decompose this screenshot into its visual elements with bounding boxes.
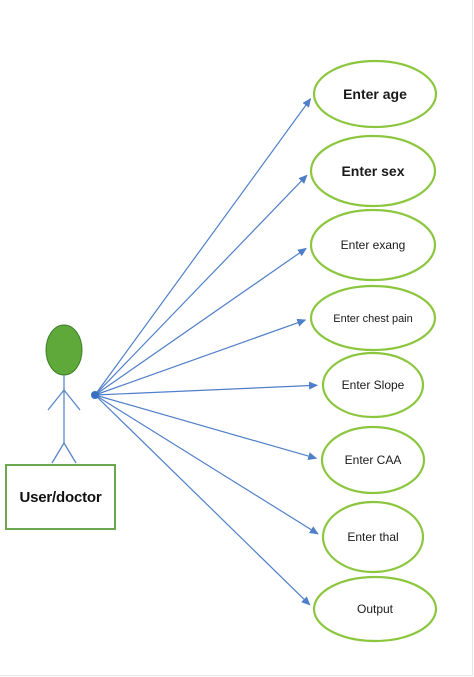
- use-case-label: Enter sex: [341, 163, 404, 179]
- actor-label: User/doctor: [19, 488, 102, 506]
- use-case-ellipse: [312, 59, 438, 129]
- arrow-to-enter-age: [94, 98, 312, 396]
- actor-leg-left: [51, 442, 65, 464]
- use-case-label: Enter age: [343, 86, 407, 102]
- use-case-enter-exang: Enter exang: [309, 208, 437, 282]
- use-case-label: Output: [357, 602, 394, 616]
- use-case-ellipse: [312, 575, 438, 643]
- actor-arm-right: [63, 389, 81, 411]
- use-case-ellipse: [320, 425, 426, 495]
- use-case-ellipse: [321, 351, 425, 419]
- use-case-enter-caa: Enter CAA: [320, 425, 426, 495]
- actor-arm-left: [47, 389, 65, 411]
- actor-figure: [45, 324, 83, 464]
- arrow-origin-dot: [91, 391, 99, 399]
- use-case-output: Output: [312, 575, 438, 643]
- use-case-label: Enter chest pain: [333, 313, 413, 325]
- arrow-to-output: [94, 394, 311, 606]
- actor-label-box: User/doctor: [5, 464, 116, 530]
- use-case-label: Enter Slope: [342, 378, 405, 392]
- use-case-enter-sex: Enter sex: [309, 134, 437, 208]
- use-case-enter-thal: Enter thal: [321, 500, 425, 574]
- use-case-ellipse: [309, 284, 437, 352]
- use-case-enter-slope: Enter Slope: [321, 351, 425, 419]
- use-case-label: Enter thal: [347, 530, 398, 544]
- use-case-ellipse: [321, 500, 425, 574]
- arrow-to-enter-caa: [94, 394, 318, 460]
- arrow-to-enter-chest-pain: [94, 318, 307, 396]
- association-arrows: [94, 98, 319, 606]
- arrow-to-enter-exang: [94, 247, 307, 396]
- arrow-to-enter-thal: [94, 394, 319, 535]
- use-case-ellipse: [309, 134, 437, 208]
- actor-head: [45, 324, 83, 376]
- arrow-to-enter-slope: [94, 381, 319, 396]
- arrow-to-enter-sex: [94, 174, 308, 396]
- actor-leg-right: [63, 442, 77, 464]
- use-case-label: Enter exang: [341, 238, 406, 252]
- use-case-ellipse: [309, 208, 437, 282]
- use-case-enter-chest-pain: Enter chest pain: [309, 284, 437, 352]
- use-case-label: Enter CAA: [345, 453, 402, 467]
- use-case-enter-age: Enter age: [312, 59, 438, 129]
